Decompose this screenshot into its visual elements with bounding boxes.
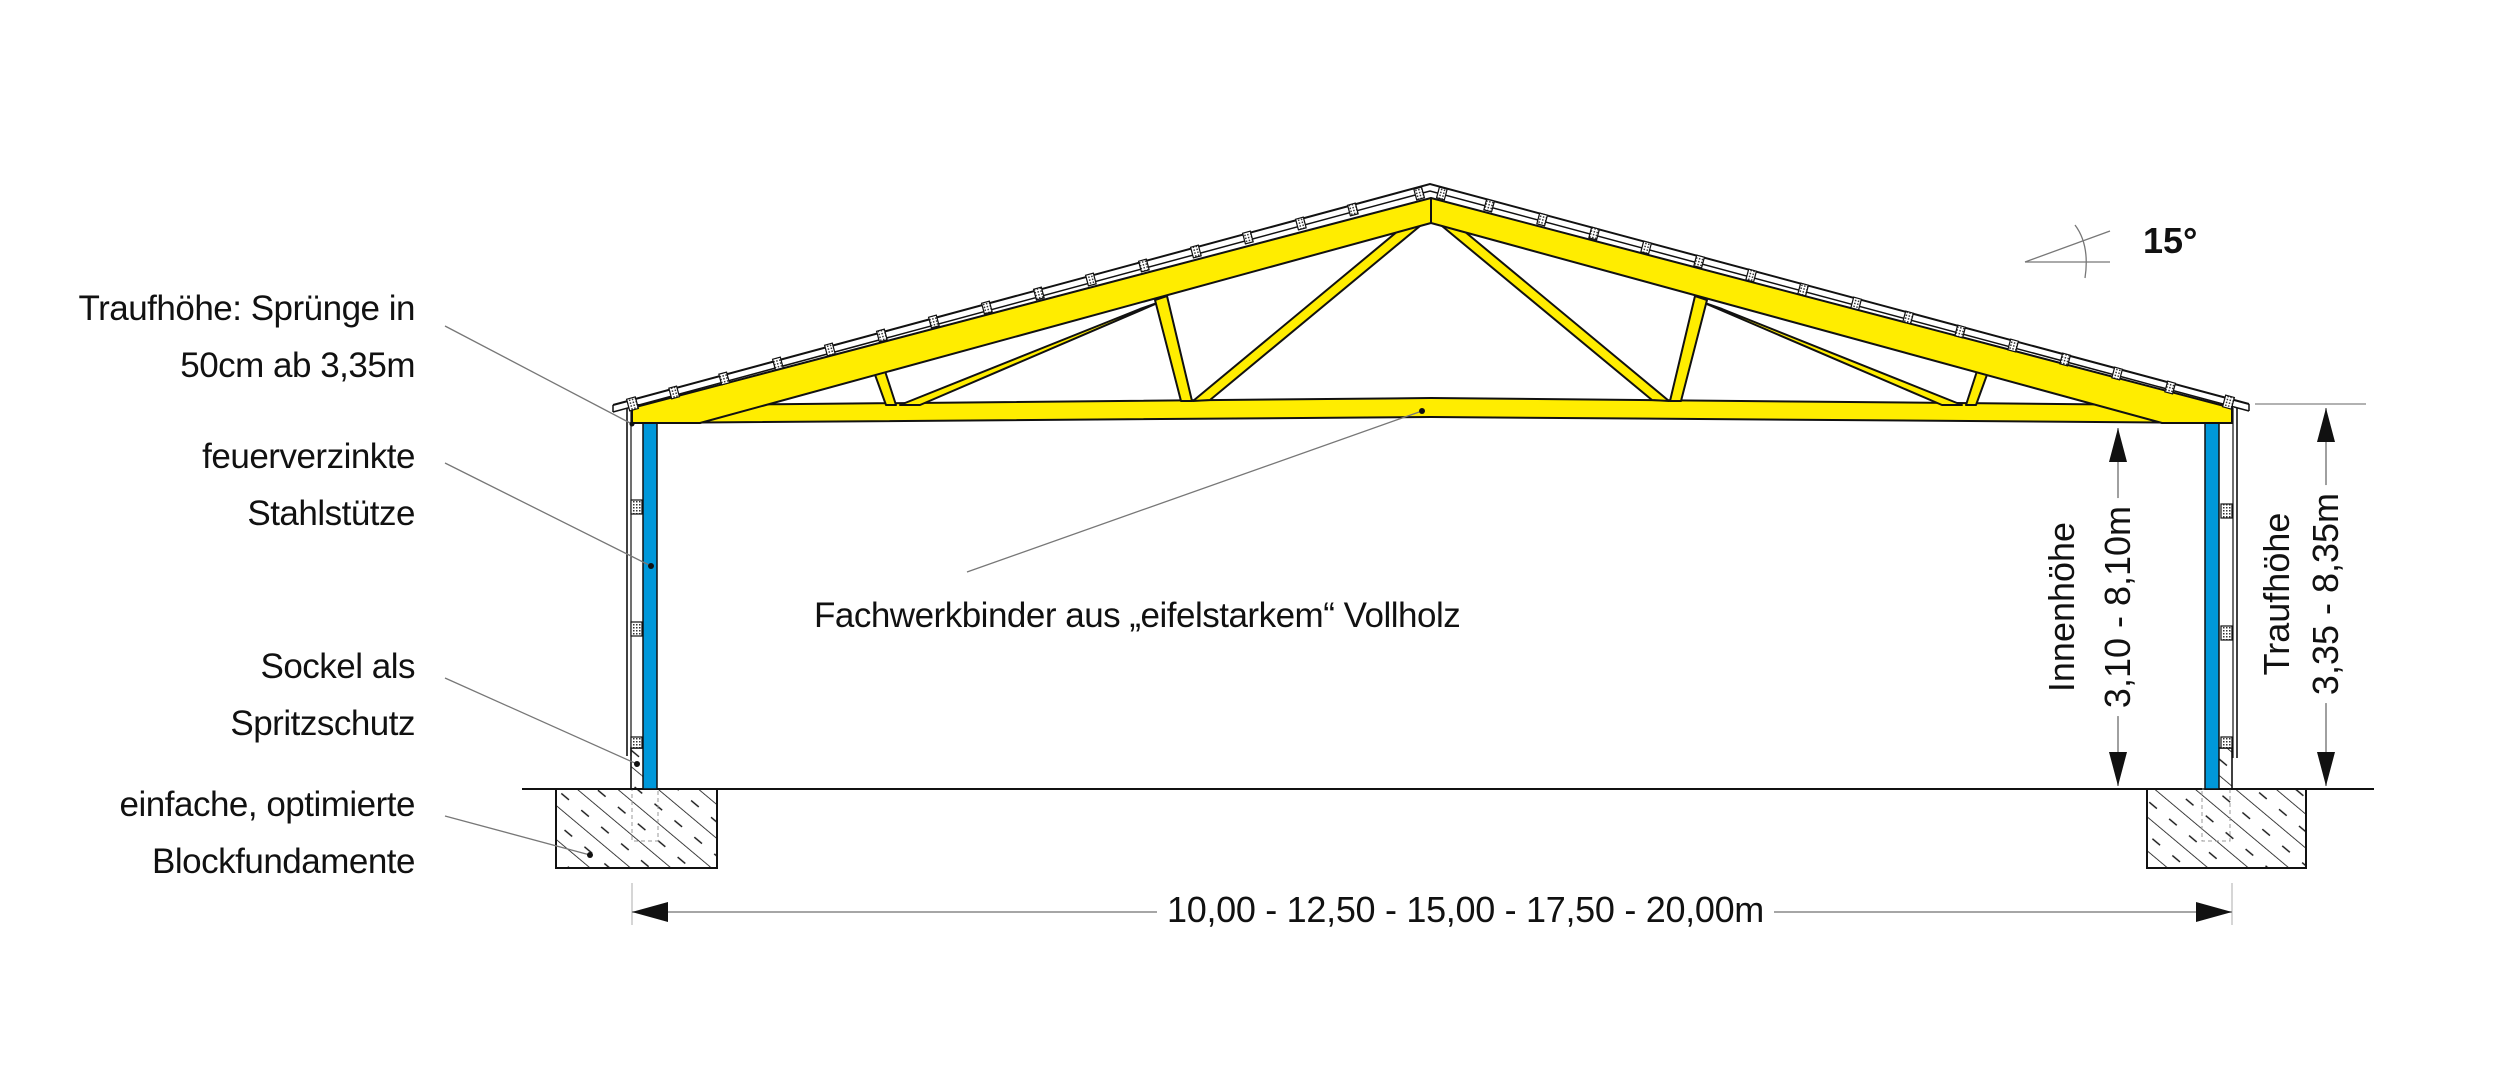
label-steel-column-line2: Stahlstütze <box>247 494 415 533</box>
label-eave-height-steps: Traufhöhe: Sprünge in 50cm ab 3,35m <box>79 280 416 394</box>
roof-pitch-label: 15° <box>2143 220 2198 261</box>
inner-height-value: 3,10 - 8,10m <box>2097 497 2138 717</box>
right-steel-column <box>2204 422 2220 790</box>
timber-truss <box>631 197 2233 424</box>
inner-height-label: Innenhöhe <box>2041 521 2082 693</box>
leader-foundation <box>444 815 591 856</box>
truss-web-right-post-2 <box>1669 295 1708 402</box>
label-eave-height-steps-line2: 50cm ab 3,35m <box>180 346 415 385</box>
left-block-foundation <box>555 788 718 869</box>
roof-purlins <box>625 186 2236 412</box>
label-plinth: Sockel als Spritzschutz <box>230 638 415 752</box>
label-foundation-line1: einfache, optimierte <box>119 785 416 824</box>
label-steel-column-line1: feuerverzinkte <box>202 437 415 476</box>
label-plinth-line2: Spritzschutz <box>230 704 415 743</box>
left-steel-column <box>642 422 658 790</box>
label-steel-column: feuerverzinkte Stahlstütze <box>202 428 415 542</box>
eave-height-dimension-line <box>2255 403 2366 786</box>
eave-height-label: Traufhöhe <box>2256 512 2297 676</box>
leader-truss <box>966 410 1423 573</box>
leader-lines <box>444 325 1425 858</box>
leader-plinth <box>444 677 638 765</box>
label-eave-height-steps-line1: Traufhöhe: Sprünge in <box>78 289 416 328</box>
label-foundation-line2: Blockfundamente <box>152 842 415 881</box>
truss-bottom-chord <box>631 397 2233 424</box>
left-wall-cladding <box>626 408 643 756</box>
truss-top-chord-left <box>631 197 1432 424</box>
label-plinth-line1: Sockel als <box>260 647 415 686</box>
roof-pitch-angle-icon <box>2024 224 2111 279</box>
eave-height-value: 3,35 - 8,35m <box>2305 484 2346 704</box>
leader-eave-height <box>444 325 633 425</box>
right-block-foundation <box>2146 788 2307 869</box>
right-wall-cladding <box>2220 408 2238 758</box>
leader-steel-column <box>444 462 652 567</box>
span-dimension-label: 10,00 - 12,50 - 15,00 - 17,50 - 20,00m <box>1157 889 1774 931</box>
label-truss: Fachwerkbinder aus „eifelstarkem“ Vollho… <box>814 596 1461 635</box>
truss-web-left-post-2 <box>1154 295 1193 402</box>
label-foundation: einfache, optimierte Blockfundamente <box>119 776 416 890</box>
